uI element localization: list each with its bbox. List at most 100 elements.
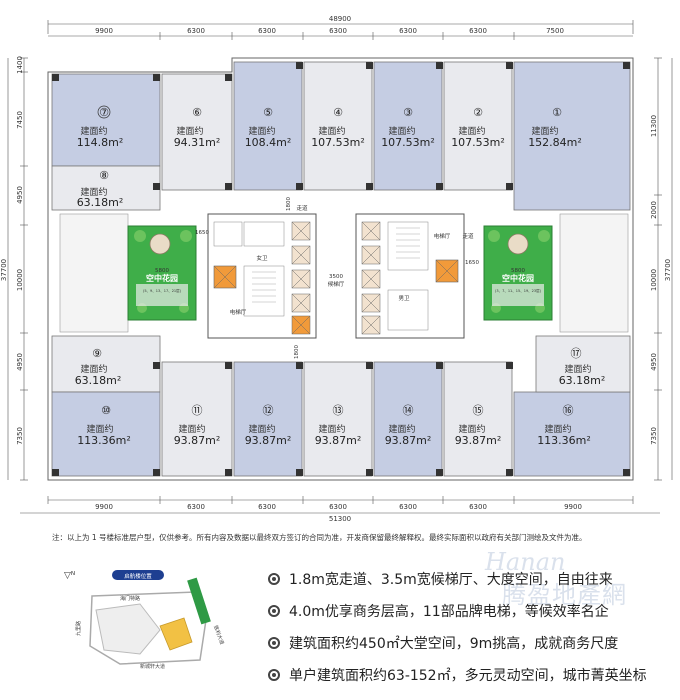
road-bottom-label: 新城轩大道 [140,663,165,670]
unit-2[interactable] [443,61,513,191]
bullet-icon [268,637,280,649]
unit-5-label: 建面约 [248,125,275,137]
left-dim-4: 10000 [16,269,24,291]
female-wc-label: 女卫 [256,254,268,262]
columns-bottom [52,362,630,476]
elevator-hall-left-label: 电梯厅 [230,308,247,316]
feature-item: 单户建筑面积约63-152㎡，多元灵动空间，城市菁英坐标 [268,659,678,691]
unit-15-label: 建面约 [458,423,485,435]
unit-13[interactable] [303,361,373,477]
unit-17-number: ⑰ [571,347,582,360]
unit-1-area: 152.84m² [528,136,582,149]
bottom-dim-4: 6300 [329,503,347,511]
unit-2-number: ② [473,106,483,119]
feature-text: 1.8m宽走道、3.5m宽候梯厅、大度空间，自由往来 [289,572,613,588]
left-dim-3: 4950 [16,186,24,204]
road-left-label: 九里路 [75,621,82,636]
feature-list: 1.8m宽走道、3.5m宽候梯厅、大度空间，自由往来 4.0m优享商务层高，11… [268,563,678,691]
unit-3-label: 建面约 [388,125,415,137]
unit-1[interactable] [513,61,631,211]
unit-3-area: 107.53m² [381,136,435,149]
unit-10[interactable] [51,391,161,477]
unit-9[interactable] [51,335,161,393]
feature-item: 4.0m优享商务层高，11部品牌电梯，等候效率名企 [268,595,678,627]
left-dim-2: 7450 [16,111,24,129]
left-dim-1: 1400 [16,56,24,74]
unit-1-number: ① [552,106,562,119]
unit-13-number: ⑬ [333,404,344,417]
unit-12-label: 建面约 [248,423,275,435]
disclaimer-note: 注：以上为 1 号楼标准层户型，仅供参考。所有内容及数据以最终双方签订的合同为准… [52,533,587,542]
unit-2-area: 107.53m² [451,136,505,149]
unit-7-area: 114.8m² [77,136,124,149]
bottom-unit-labels: ⑨ 建面约 63.18m² ⑩ 建面约 113.36m² ⑪ 建面约 93.87… [75,347,606,447]
unit-9-label: 建面约 [80,363,107,375]
elevator-hall-right-label: 电梯厅 [434,232,451,240]
unit-1-label: 建面约 [531,125,558,137]
elevators-left [291,221,311,335]
unit-2-label: 建面约 [458,125,485,137]
unit-16-number: ⑯ [563,404,574,417]
unit-15[interactable] [443,361,513,477]
feature-text: 单户建筑面积约63-152㎡，多元灵动空间，城市菁英坐标 [289,668,647,684]
watermark-text: 腾盈地產網 [502,581,627,609]
north-arrow-icon: ▽ᴺ [64,571,75,581]
location-map: ▽ᴺ 启航楼位置 海门特路 新城轩大道 九里路 中央公园 胜利大道 [64,570,226,670]
top-dim-1: 9900 [95,27,113,35]
unit-14-label: 建面约 [388,423,415,435]
unit-6-label: 建面约 [176,125,203,137]
unit-11-area: 93.87m² [174,434,221,447]
unit-17-area: 63.18m² [559,374,606,387]
unit-8[interactable] [51,165,161,211]
right-garden-floors: (3、7、11、15、19、23层) [495,288,542,293]
right-garden-title: 空中花园 [502,273,534,283]
unit-4-label: 建面约 [318,125,345,137]
feature-text: 建筑面积约450㎡大堂空间，9m挑高，成就商务尺度 [289,636,619,652]
elevators-right [361,221,381,335]
right-dim-5: 7350 [650,427,658,445]
unit-4[interactable] [303,61,373,191]
core-dim-1800-top: 1800 [286,197,292,211]
unit-16[interactable] [513,391,631,477]
right-total-dim: 37700 [664,259,672,281]
columns-top [52,62,630,190]
bullet-icon [268,573,280,585]
unit-12[interactable] [233,361,303,477]
unit-5[interactable] [233,61,303,191]
top-units [51,61,631,211]
unit-15-number: ⑮ [473,404,484,417]
unit-17[interactable] [535,335,631,393]
feature-item: 建筑面积约450㎡大堂空间，9m挑高，成就商务尺度 [268,627,678,659]
top-dimensions [47,20,634,40]
core-dim-1650-right: 1650 [465,260,479,266]
bottom-dimensions [20,496,660,514]
right-dim-4: 4950 [650,353,658,371]
bottom-dim-7: 9900 [564,503,582,511]
feature-text: 4.0m优享商务层高，11部品牌电梯，等候效率名企 [289,604,609,620]
unit-7[interactable] [51,73,161,167]
bottom-total-dim: 51300 [329,515,351,523]
unit-11-number: ⑪ [192,404,203,417]
unit-6[interactable] [161,73,233,191]
unit-13-area: 93.87m² [315,434,362,447]
unit-9-area: 63.18m² [75,374,122,387]
core-dim-1650-left: 1650 [195,230,209,236]
unit-3[interactable] [373,61,443,191]
unit-14-area: 93.87m² [385,434,432,447]
road-right2-label: 胜利大道 [212,624,225,645]
bullet-icon [268,669,280,681]
left-garden-floors: (5、9、13、17、21层) [143,288,182,293]
unit-10-number: ⑩ [101,404,111,417]
unit-4-number: ④ [333,106,343,119]
right-dimensions [654,57,673,481]
right-gazebo-icon [507,233,529,255]
core-dim-1800-bottom: 1800 [294,345,300,359]
building-outline [47,57,634,481]
lobby-label: 候梯厅 [328,280,345,288]
top-unit-labels: ⑦ 建面约 114.8m² ⑥ 建面约 94.31m² ⑤ 建面约 108.4m… [77,105,582,209]
project-site-icon [159,617,193,651]
unit-14[interactable] [373,361,443,477]
male-wc-label: 男卫 [398,295,410,302]
unit-11[interactable] [161,361,233,477]
left-garden-title: 空中花园 [146,273,178,283]
